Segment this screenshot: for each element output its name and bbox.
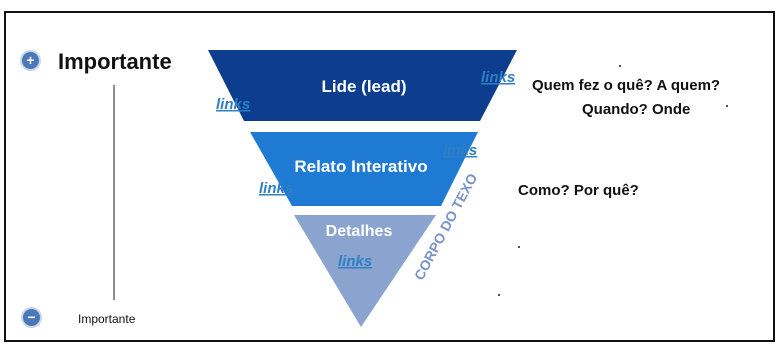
question-who-what: Quem fez o quê? A quem? (532, 77, 721, 94)
link-lead-right[interactable]: links (481, 69, 515, 86)
plus-circle-icon: + (22, 52, 39, 69)
scale-top-label: Importante (58, 49, 172, 74)
scale-axis-line (113, 85, 115, 300)
link-lead-left[interactable]: links (216, 96, 250, 113)
stray-dot (518, 246, 520, 248)
pyramid-level-lead (208, 50, 517, 121)
pyramid-level-relato (250, 132, 478, 206)
minus-circle-icon: − (23, 309, 40, 326)
level-label-relato: Relato Interativo (294, 157, 427, 176)
question-when-where: Quando? Onde (582, 101, 691, 118)
stray-dot (498, 294, 500, 296)
pyramid-level-detalhes (294, 215, 436, 327)
link-relato-left[interactable]: links (259, 180, 293, 197)
link-detalhes[interactable]: links (338, 253, 372, 270)
scale-bottom-label: Importante (78, 312, 136, 326)
question-how-why: Como? Por quê? (518, 182, 639, 199)
stray-dot (726, 105, 728, 107)
level-label-detalhes: Detalhes (326, 223, 393, 240)
link-relato-right[interactable]: links (443, 142, 477, 159)
stray-dot (619, 65, 621, 67)
level-label-lead: Lide (lead) (321, 77, 406, 96)
